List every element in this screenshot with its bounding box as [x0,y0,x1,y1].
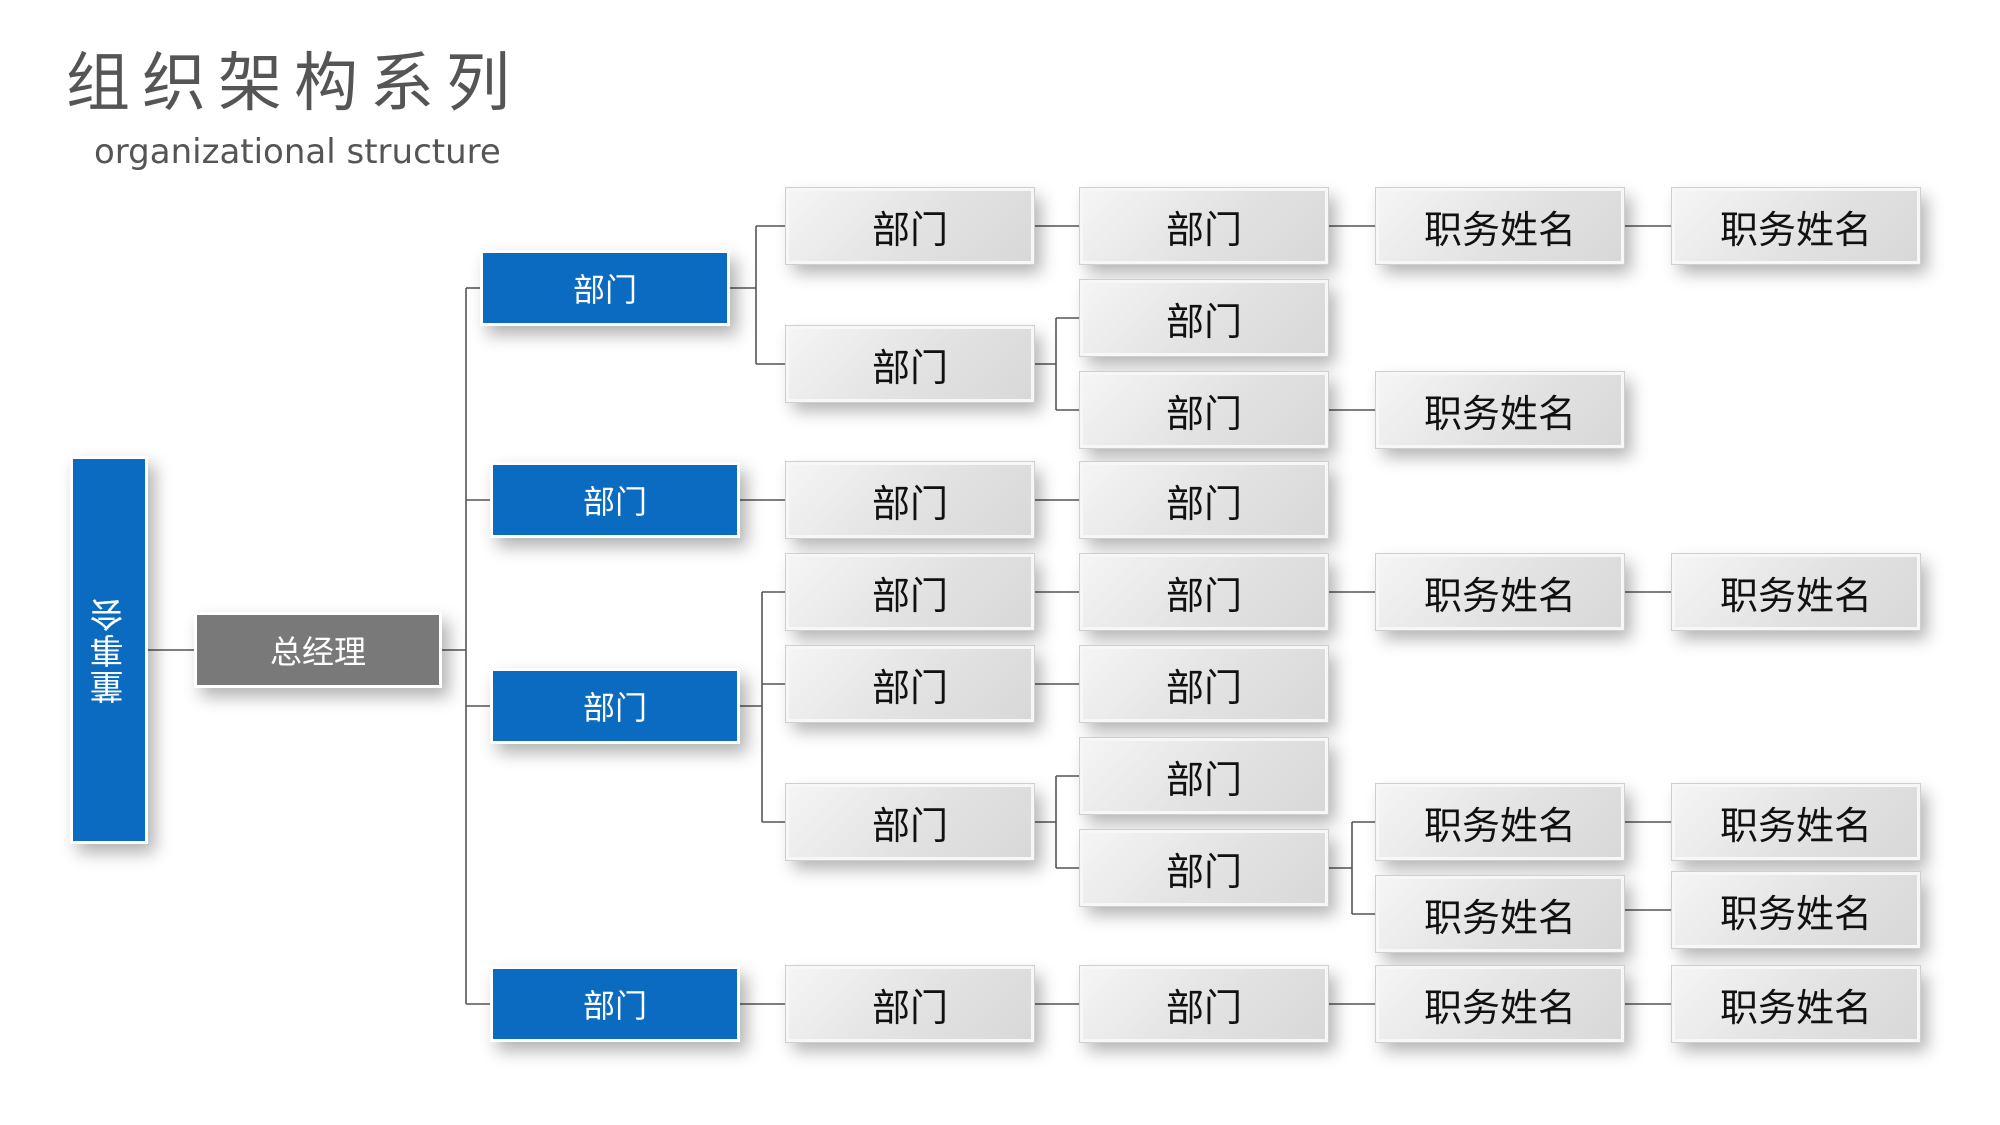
position-node-c3-2a-1[interactable]: 职务姓名 [1671,783,1921,861]
position-node-c3-2a[interactable]: 职务姓名 [1375,783,1625,861]
dept-node-c3-2[interactable]: 部门 [1079,829,1329,907]
general-manager-node[interactable]: 总经理 [194,612,442,688]
dept-node-c2-1[interactable]: 部门 [1079,645,1329,723]
dept-node-c1-1[interactable]: 部门 [1079,553,1329,631]
dept-node-b1-1[interactable]: 部门 [1079,461,1329,539]
position-node-c3-2b-1[interactable]: 职务姓名 [1671,871,1921,949]
dept-node-a1-1[interactable]: 部门 [1079,187,1329,265]
dept-node-d[interactable]: 部门 [490,966,740,1042]
dept-node-c[interactable]: 部门 [490,668,740,744]
dept-node-c3[interactable]: 部门 [785,783,1035,861]
position-node-c3-2b[interactable]: 职务姓名 [1375,875,1625,953]
position-node-c1-1-1[interactable]: 职务姓名 [1671,553,1921,631]
position-node-d1-1-1[interactable]: 职务姓名 [1671,965,1921,1043]
dept-node-a2[interactable]: 部门 [785,325,1035,403]
position-node-a1-1[interactable]: 职务姓名 [1375,187,1625,265]
dept-node-a[interactable]: 部门 [480,250,730,326]
position-node-c1-1[interactable]: 职务姓名 [1375,553,1625,631]
dept-node-a1[interactable]: 部门 [785,187,1035,265]
page-subtitle: organizational structure [94,132,501,172]
dept-node-a2-1[interactable]: 部门 [1079,279,1329,357]
dept-node-d1-1[interactable]: 部门 [1079,965,1329,1043]
dept-node-a2-2[interactable]: 部门 [1079,371,1329,449]
position-node-d1-1[interactable]: 职务姓名 [1375,965,1625,1043]
board-node[interactable]: 董事会 [70,456,148,844]
dept-node-b1[interactable]: 部门 [785,461,1035,539]
dept-node-c1[interactable]: 部门 [785,553,1035,631]
page-title: 组织架构系列 [66,47,522,121]
dept-node-c2[interactable]: 部门 [785,645,1035,723]
dept-node-b[interactable]: 部门 [490,462,740,538]
dept-node-d1[interactable]: 部门 [785,965,1035,1043]
position-node-a2-2[interactable]: 职务姓名 [1375,371,1625,449]
dept-node-c3-1[interactable]: 部门 [1079,737,1329,815]
position-node-a1-1-1[interactable]: 职务姓名 [1671,187,1921,265]
